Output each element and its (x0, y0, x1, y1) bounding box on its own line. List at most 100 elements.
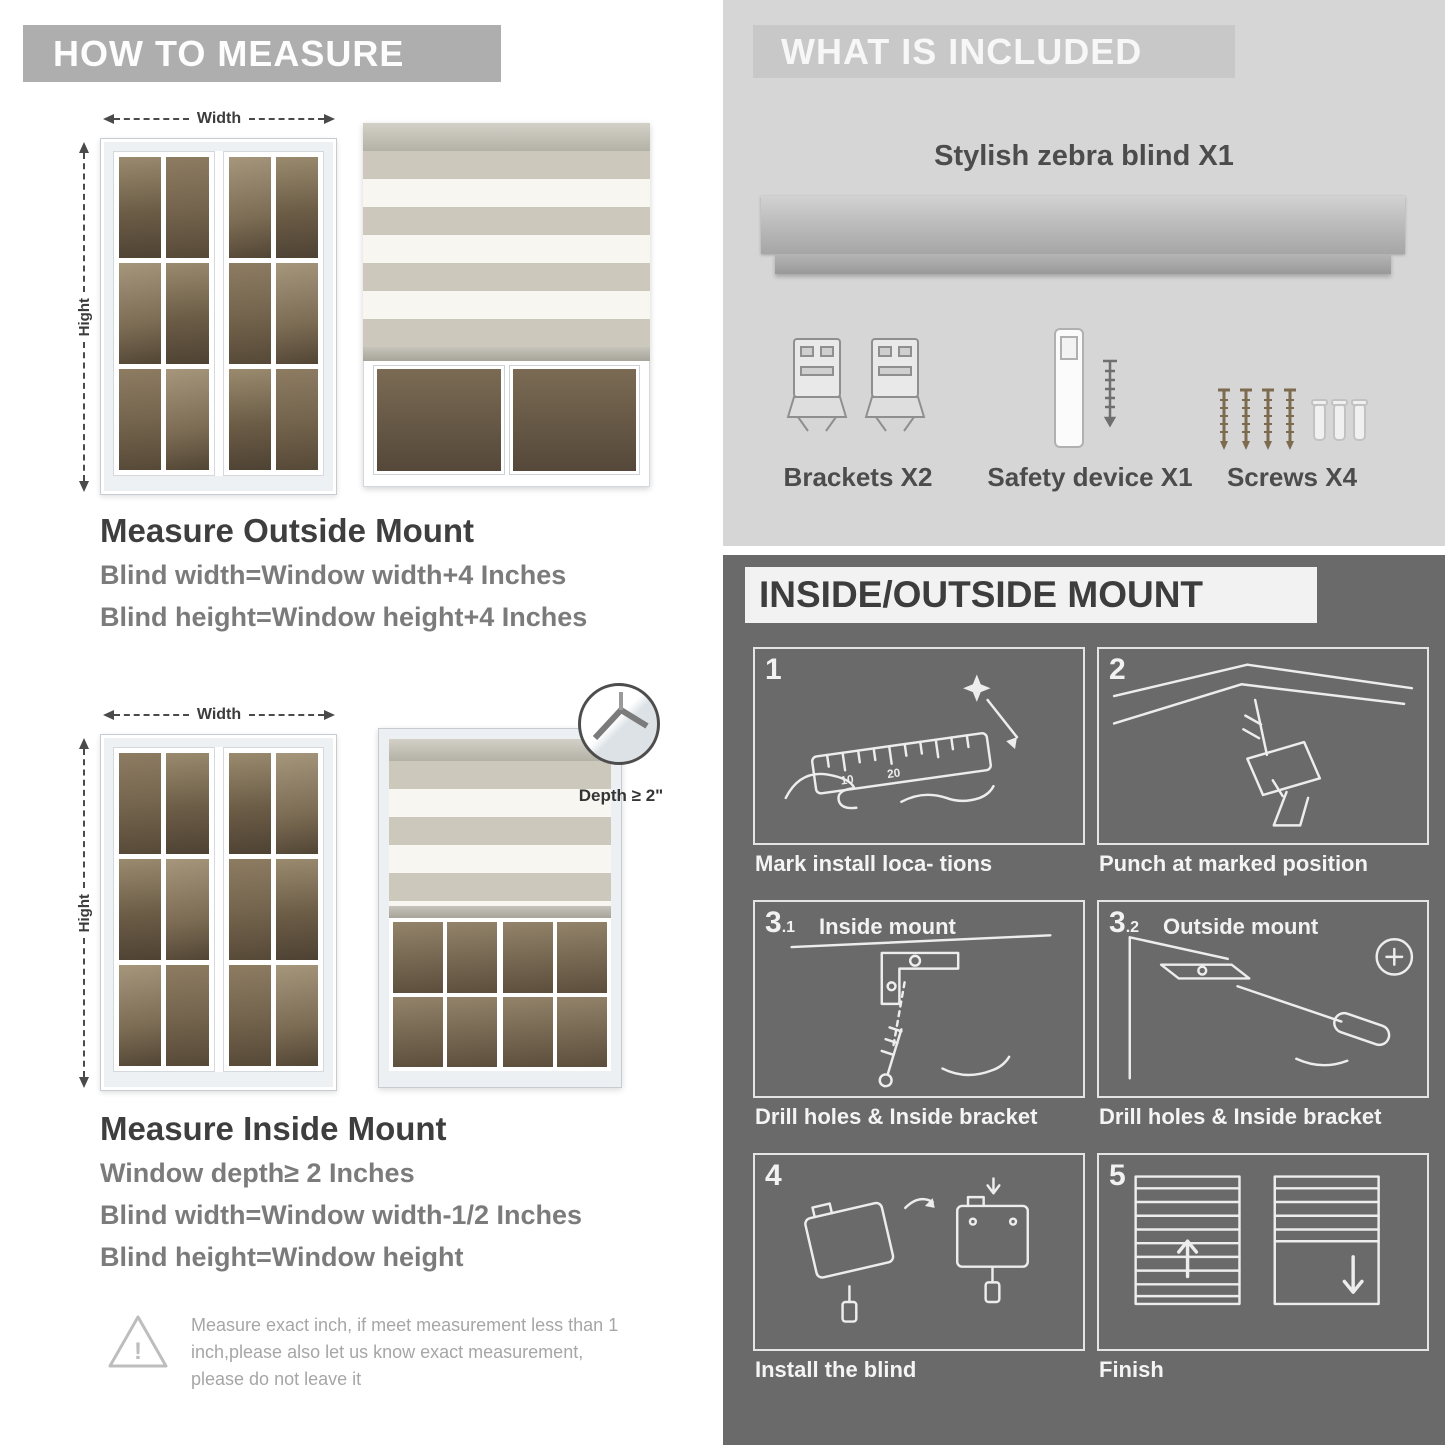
window-pane (119, 859, 162, 960)
window-body (113, 747, 324, 1072)
window-illustration (100, 138, 337, 495)
window-pane (228, 965, 271, 1066)
step-label: Outside mount (1163, 914, 1319, 939)
window-pane (228, 157, 271, 258)
blind-name-label: Stylish zebra blind X1 (934, 140, 1234, 172)
window-sash (113, 151, 215, 476)
window-pane (119, 157, 162, 258)
mark-location-icon: 10 20 (784, 674, 1019, 810)
window-pane (166, 753, 209, 854)
blind-bottom-rail (363, 347, 650, 361)
window-pane (119, 753, 162, 854)
window-pane (503, 922, 553, 993)
height-arrow: Hight (74, 142, 94, 493)
outside-formula-height: Blind height=Window height+4 Inches (100, 602, 588, 632)
depth-callout-circle (578, 683, 660, 765)
width-label: Width (196, 706, 242, 723)
zebra-blind-outside-illustration (363, 123, 650, 487)
window-pane (275, 157, 318, 258)
height-label: Hight (75, 297, 93, 337)
step-caption: Punch at marked position (1099, 851, 1368, 876)
arrowhead-up-icon (79, 738, 89, 749)
bracket-icon (864, 338, 926, 432)
window-body (113, 151, 324, 476)
blind-inset (389, 739, 611, 919)
window-pane (166, 859, 209, 960)
window-pane (166, 157, 209, 258)
window-pane (166, 965, 209, 1066)
dashed-line (249, 118, 324, 120)
step-4-panel: 4 (753, 1153, 1085, 1351)
depth-label: Depth ≥ 2" (578, 786, 664, 805)
window-pane (228, 263, 271, 364)
dashed-line (83, 153, 85, 292)
how-to-measure-header: HOW TO MEASURE (23, 25, 501, 82)
warning-mark: ! (134, 1338, 142, 1365)
mount-header: INSIDE/OUTSIDE MOUNT (745, 567, 1317, 623)
inside-formula-height: Blind height=Window height (100, 1242, 464, 1272)
blind-cassette (363, 123, 650, 151)
window-pane (275, 859, 318, 960)
window-pane (119, 369, 162, 470)
window-pane (119, 263, 162, 364)
safety-device-icon (1054, 328, 1117, 448)
dashed-line (83, 342, 85, 482)
width-label: Width (196, 110, 242, 127)
window-pane (275, 369, 318, 470)
window-sash (373, 365, 505, 475)
window-pane (228, 369, 271, 470)
window-pane (557, 922, 607, 993)
install-blind-icon (804, 1177, 1029, 1323)
step-3-2-panel: 3.2 Outside mount (1097, 900, 1429, 1098)
window-pane (275, 263, 318, 364)
height-label: Hight (75, 893, 93, 933)
bracket-icon (786, 338, 848, 432)
screw-icon (1103, 359, 1117, 428)
brackets-label: Brackets X2 (783, 462, 933, 492)
arrowhead-down-icon (79, 481, 89, 493)
window-pane (275, 965, 318, 1066)
step-caption: Drill holes & Inside bracket (755, 1104, 1038, 1129)
step-caption: Finish (1099, 1357, 1164, 1382)
step-5-panel: 5 (1097, 1153, 1429, 1351)
safety-device-label: Safety device X1 (987, 462, 1193, 492)
headrail-rail (775, 254, 1391, 274)
window-pane (166, 369, 209, 470)
measure-note: ! Measure exact inch, if meet measuremen… (105, 1312, 636, 1393)
dashed-line (83, 749, 85, 888)
step-1-panel: 1 10 20 (753, 647, 1085, 845)
window-pane (447, 922, 497, 993)
width-arrow: Width (103, 110, 335, 128)
drill-icon (1112, 663, 1414, 827)
step-number: 1 (765, 653, 782, 686)
zebra-blind-inside-illustration (378, 728, 622, 1088)
svg-text:20: 20 (886, 766, 901, 781)
arrowhead-right-icon (324, 114, 335, 124)
step-number: 4 (765, 1159, 782, 1192)
anchor-icon (1311, 399, 1368, 441)
what-is-included-section: WHAT IS INCLUDED Stylish zebra blind X1 (723, 0, 1445, 546)
inside-bracket-screw-icon (790, 934, 1052, 1088)
blind-stripes (389, 761, 611, 907)
step-caption: Install the blind (755, 1357, 917, 1382)
step-number: 5 (1109, 1159, 1126, 1192)
height-arrow: Hight (74, 738, 94, 1089)
step-caption: Drill holes & Inside bracket (1099, 1104, 1382, 1129)
window-sash (393, 922, 497, 1067)
outside-bracket-screwdriver-icon (1128, 936, 1414, 1080)
window-sash (508, 365, 640, 475)
window-sash (503, 922, 607, 1067)
outside-mount-title: Measure Outside Mount (100, 512, 475, 549)
window-sash (222, 747, 324, 1072)
headrail-cassette (761, 196, 1405, 254)
step-label: Inside mount (819, 914, 956, 939)
window-illustration (100, 734, 337, 1091)
step-2-panel: 2 (1097, 647, 1429, 845)
window-pane (275, 753, 318, 854)
warning-triangle-icon: ! (108, 1315, 168, 1368)
window-pane (166, 263, 209, 364)
window-pane (228, 859, 271, 960)
window-pane (119, 965, 162, 1066)
arrowhead-down-icon (79, 1077, 89, 1089)
